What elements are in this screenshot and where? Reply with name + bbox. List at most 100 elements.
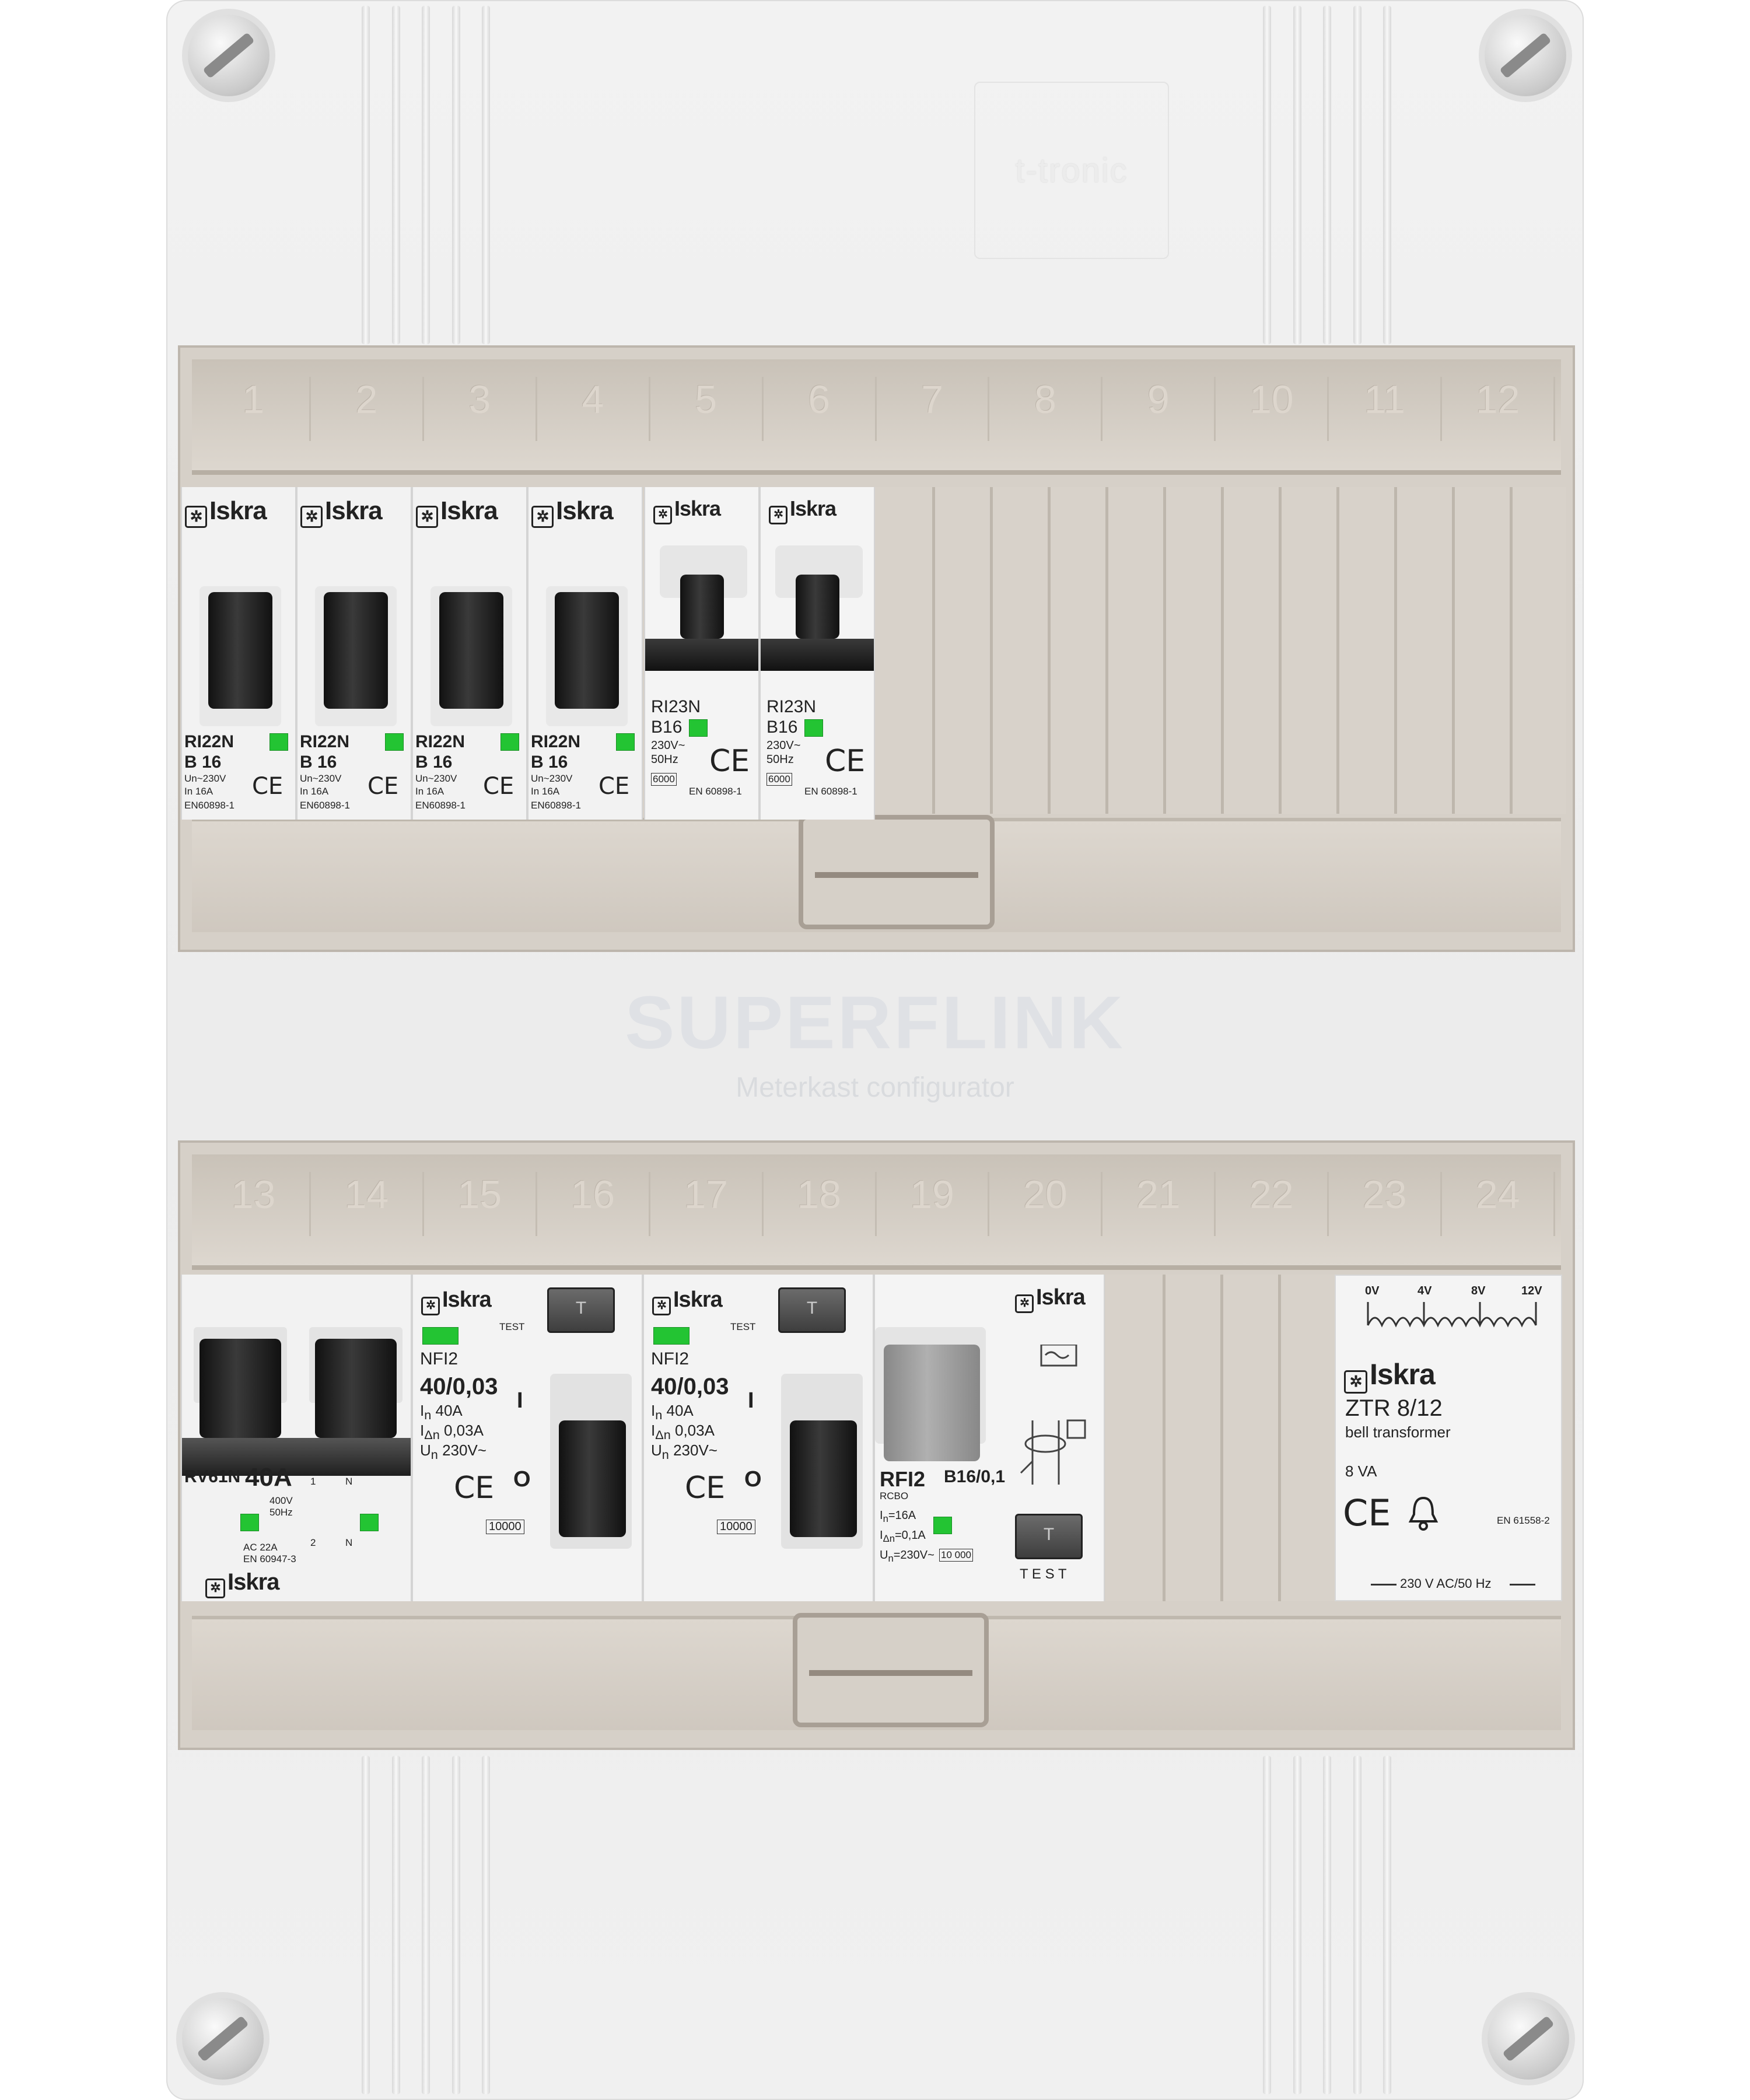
iskra-logo: ✲Iskra xyxy=(1344,1357,1436,1394)
tap-label: 12V xyxy=(1521,1284,1542,1297)
status-indicator xyxy=(933,1517,952,1534)
module-standard: EN60898-1 xyxy=(300,800,351,811)
blank-cover-top[interactable] xyxy=(875,487,1566,814)
slot-number: 4 xyxy=(537,377,650,441)
slot-number: 23 xyxy=(1329,1172,1443,1236)
module-standard: EN60898-1 xyxy=(415,800,466,811)
breaker-toggle[interactable] xyxy=(796,575,839,639)
breaker-ri23n-1[interactable]: ✲Iskra RI23N B16 230V~ 50Hz 6000 EN 6089… xyxy=(644,487,760,820)
ce-mark-icon: CE xyxy=(454,1471,495,1506)
slot-number: 14 xyxy=(311,1172,424,1236)
iskra-symbol-icon: ✲ xyxy=(531,506,554,528)
rcd-test-button[interactable]: T xyxy=(778,1287,846,1333)
module-capacity: 6000 xyxy=(766,773,792,786)
bell-transformer-ztr[interactable]: 0V 4V 8V 12V ✲Iskra ZTR 8/12 bell transf… xyxy=(1335,1275,1562,1601)
module-voltage: 400V xyxy=(270,1495,293,1506)
iskra-logo: ✲Iskra xyxy=(531,496,614,528)
iskra-logo: ✲Iskra xyxy=(185,496,267,528)
test-label: TEST xyxy=(730,1321,756,1332)
module-capacity: 10000 xyxy=(717,1520,755,1534)
rcbo-rfi2[interactable]: ✲Iskra RFI2 RCBO B16/0,1 In=16A IΔn=0,1A… xyxy=(874,1275,1105,1601)
terminal-label: 2 xyxy=(310,1537,316,1548)
breaker-ri22n-1[interactable]: ✲Iskra RI22N B 16 Un~230V In 16A EN60898… xyxy=(181,487,296,820)
screw-bottom-left xyxy=(182,1998,264,2080)
module-voltage: Un~230V xyxy=(531,773,573,784)
main-switch-toggle[interactable] xyxy=(200,1339,281,1438)
on-symbol-icon: I xyxy=(748,1388,754,1413)
tap-label: 0V xyxy=(1365,1284,1380,1297)
residual-current: IΔn 0,03A xyxy=(651,1422,715,1443)
module-rating: B16 xyxy=(766,718,798,737)
rated-voltage: Un 230V~ xyxy=(420,1441,487,1462)
vent-bottom-left xyxy=(362,1756,490,2094)
breaker-ri22n-4[interactable]: ✲Iskra RI22N B 16 Un~230V In 16A EN60898… xyxy=(527,487,643,820)
rated-current: In=16A xyxy=(880,1509,916,1524)
iskra-symbol-icon: ✲ xyxy=(1344,1370,1367,1394)
module-capacity: 10000 xyxy=(486,1520,524,1534)
slot-number: 15 xyxy=(424,1172,537,1236)
slot-number: 24 xyxy=(1442,1172,1556,1236)
breaker-toggle[interactable] xyxy=(680,575,724,639)
iskra-symbol-icon: ✲ xyxy=(416,506,438,528)
status-indicator xyxy=(385,733,404,751)
breaker-toggle[interactable] xyxy=(439,592,503,709)
cover-latch[interactable] xyxy=(793,1613,989,1727)
breaker-toggle[interactable] xyxy=(208,592,272,709)
slot-numbers-top: 1 2 3 4 5 6 7 8 9 10 11 12 xyxy=(198,377,1556,441)
module-model: RI23N xyxy=(651,697,701,716)
module-rating: 40A xyxy=(245,1463,292,1492)
main-switch-rv61n[interactable]: RV61N 40A 400V 50Hz AC 22A EN 60947-3 1 … xyxy=(181,1275,412,1601)
module-voltage: Un~230V xyxy=(300,773,342,784)
rcd-nfi2-1[interactable]: ✲Iskra T TEST NFI2 40/0,03 In 40A IΔn 0,… xyxy=(412,1275,643,1601)
module-capacity: 10 000 xyxy=(939,1549,973,1562)
module-voltage: Un~230V xyxy=(184,773,226,784)
rcd-toggle[interactable] xyxy=(790,1420,857,1537)
module-rating: B 16 xyxy=(184,752,222,772)
ce-mark-icon: CE xyxy=(368,773,399,800)
coil-symbol-icon xyxy=(1367,1302,1537,1328)
module-voltage: 230V~ xyxy=(766,739,801,752)
slot-number: 12 xyxy=(1442,377,1556,441)
rcd-nfi2-2[interactable]: ✲Iskra T TEST NFI2 40/0,03 In 40A IΔn 0,… xyxy=(643,1275,874,1601)
cover-latch[interactable] xyxy=(799,815,995,929)
iskra-symbol-icon: ✲ xyxy=(300,506,323,528)
configurator-branding: SUPERFLINK Meterkast configurator xyxy=(0,980,1750,1104)
brand-plate-text: t-tronic xyxy=(1015,151,1128,190)
status-indicator xyxy=(360,1514,379,1531)
module-frequency: 50Hz xyxy=(270,1507,293,1518)
module-model: NFI2 xyxy=(420,1349,459,1368)
rcd-toggle[interactable] xyxy=(559,1420,626,1537)
module-model: NFI2 xyxy=(651,1349,690,1368)
slot-number: 20 xyxy=(989,1172,1103,1236)
breaker-ri23n-2[interactable]: ✲Iskra RI23N B16 230V~ 50Hz 6000 EN 6089… xyxy=(760,487,875,820)
module-model: RI22N xyxy=(415,732,466,751)
branding-subtitle: Meterkast configurator xyxy=(736,1072,1014,1103)
vent-bottom-right xyxy=(1263,1756,1391,2094)
iskra-symbol-icon: ✲ xyxy=(185,506,207,528)
breaker-ri22n-3[interactable]: ✲Iskra RI22N B 16 Un~230V In 16A EN60898… xyxy=(412,487,527,820)
rcbo-test-button[interactable]: T xyxy=(1015,1514,1083,1559)
ce-mark-icon: CE xyxy=(252,773,284,800)
iskra-logo: ✲Iskra xyxy=(653,496,721,524)
module-model: RI23N xyxy=(766,697,817,716)
blank-cover-bottom[interactable] xyxy=(1105,1275,1335,1601)
slot-number: 21 xyxy=(1102,1172,1216,1236)
rated-current: In 40A xyxy=(651,1402,694,1423)
rcd-test-button[interactable]: T xyxy=(547,1287,615,1333)
screw-top-left xyxy=(188,15,270,96)
breaker-toggle[interactable] xyxy=(324,592,388,709)
module-current: In 16A xyxy=(531,786,560,797)
wiring-diagram-icon xyxy=(1020,1345,1086,1485)
module-frequency: 50Hz xyxy=(766,753,794,766)
breaker-toggle[interactable] xyxy=(555,592,619,709)
module-description: bell transformer xyxy=(1345,1423,1451,1441)
screw-top-right xyxy=(1485,15,1566,96)
main-switch-toggle[interactable] xyxy=(315,1339,397,1438)
breaker-ri22n-2[interactable]: ✲Iskra RI22N B 16 Un~230V In 16A EN60898… xyxy=(296,487,412,820)
slot-number: 13 xyxy=(198,1172,311,1236)
status-indicator xyxy=(689,719,708,737)
rcbo-toggle[interactable] xyxy=(884,1345,980,1461)
module-current: In 16A xyxy=(184,786,214,797)
module-voltage: Un~230V xyxy=(415,773,457,784)
test-label: TEST xyxy=(499,1321,525,1332)
